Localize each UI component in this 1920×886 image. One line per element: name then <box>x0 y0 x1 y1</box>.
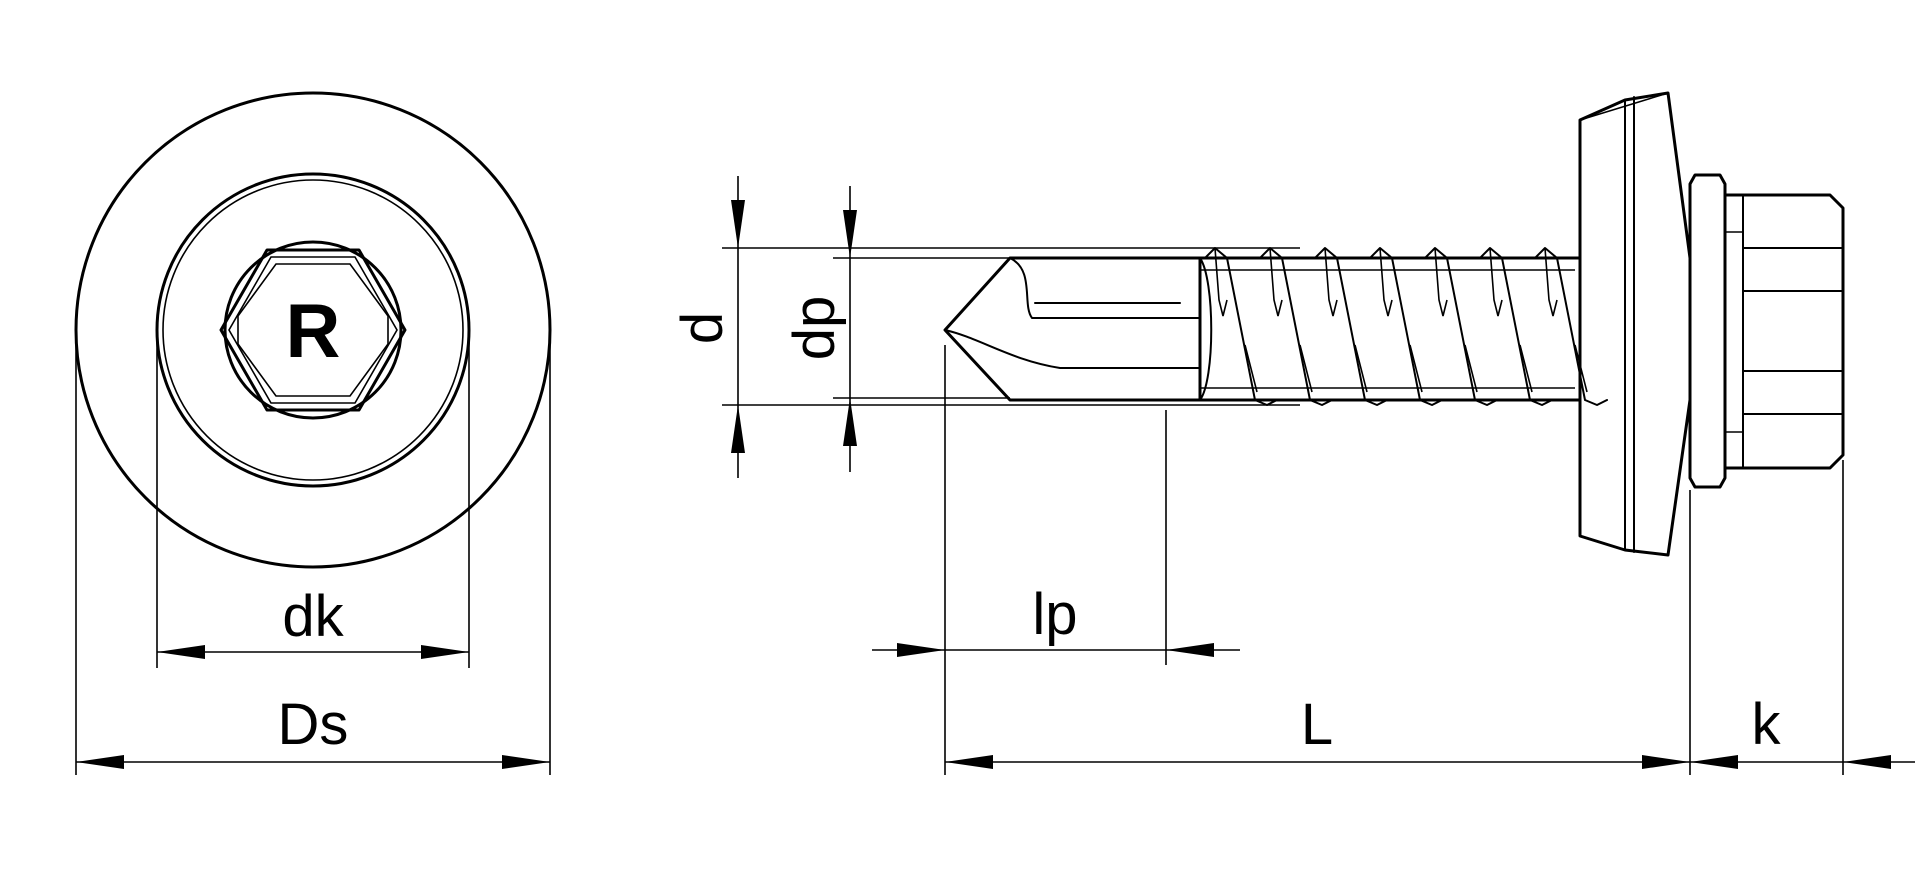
flange-inner-ring <box>162 179 464 481</box>
sealing-washer-outline <box>74 91 552 569</box>
thread-turn <box>1369 247 1443 406</box>
head-marking: R <box>286 289 341 374</box>
hex-head-outer <box>219 248 407 412</box>
hex-head-side <box>1688 173 1845 489</box>
thread-flank <box>1434 247 1478 393</box>
thread-flank <box>1214 247 1258 393</box>
d-label: d <box>670 312 735 344</box>
thread <box>1198 247 1608 406</box>
sealing-washer-side <box>1578 91 1692 557</box>
side-view: d dp lp L k <box>670 91 1915 775</box>
thread-turn <box>1314 247 1388 406</box>
dp-label: dp <box>782 296 847 361</box>
hex-chamfer-ring <box>237 263 389 397</box>
flange-outline <box>155 172 471 488</box>
k-label: k <box>1752 692 1782 757</box>
head-top-circle <box>223 240 403 420</box>
thread-flank <box>1269 247 1313 393</box>
thread-turn <box>1204 247 1278 406</box>
thread-flank <box>1489 247 1533 393</box>
drill-point <box>943 256 1213 402</box>
top-view: R dk Ds <box>74 91 552 775</box>
thread-turn <box>1424 247 1498 406</box>
thread-turn <box>1479 247 1553 406</box>
thread-turn <box>1534 247 1608 406</box>
thread-flank <box>1379 247 1423 393</box>
ds-label: Ds <box>278 692 349 757</box>
lp-label: lp <box>1032 582 1077 647</box>
dk-label: dk <box>282 584 344 649</box>
thread-flank <box>1324 247 1368 393</box>
l-label: L <box>1301 692 1333 757</box>
hex-head-inner <box>228 256 398 404</box>
thread-turn <box>1259 247 1333 406</box>
